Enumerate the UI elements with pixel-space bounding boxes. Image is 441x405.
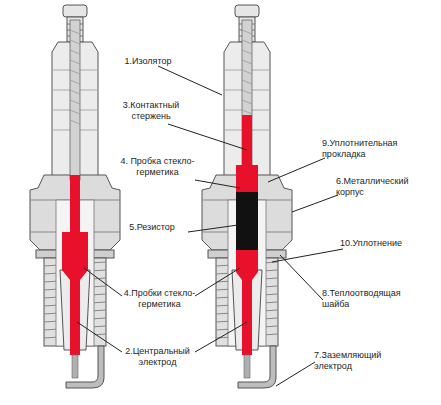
leader-lines xyxy=(77,66,343,386)
resistor-body xyxy=(236,192,258,250)
part-label: 4. Пробка стекло- герметика xyxy=(110,156,205,178)
part-label: 1.Изолятор xyxy=(108,56,188,67)
part-label: 9.Уплотнительная прокладка xyxy=(322,138,417,160)
part-label: 5.Резистор xyxy=(112,222,192,233)
electrode-tip-left xyxy=(72,355,78,378)
spark-plug-left xyxy=(30,5,120,388)
part-label: 3.Контактный стержень xyxy=(112,100,190,122)
part-label: 7.Заземляющий электрод xyxy=(314,350,409,372)
part-label: 2.Центральный электрод xyxy=(115,346,200,368)
part-label: 6.Металлический корпус xyxy=(336,176,428,198)
electrode-tip-right xyxy=(244,355,250,378)
part-label: 8.Теплоотводящая шайба xyxy=(322,288,417,310)
part-label: 4.Пробки стекло- герметика xyxy=(112,288,207,310)
spark-plug-right xyxy=(202,5,292,388)
glass-seal-left xyxy=(62,232,88,280)
center-electrode-right xyxy=(242,270,252,355)
part-label: 10.Уплотнение xyxy=(340,238,432,249)
